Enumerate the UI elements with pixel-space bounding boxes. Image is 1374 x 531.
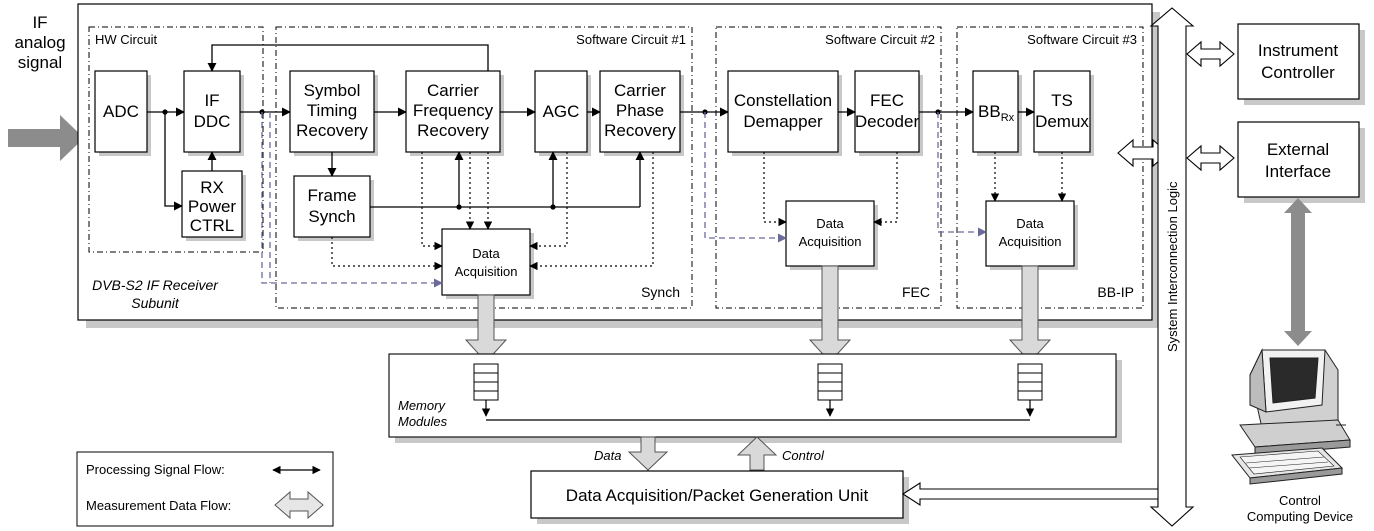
constellation-label-2: Demapper <box>743 112 823 131</box>
cpr-label-1: Carrier <box>614 81 666 100</box>
external-label-2: Interface <box>1265 162 1331 181</box>
packet-bus-arrow <box>901 481 1177 507</box>
ts-demux-label-1: TS <box>1051 91 1073 110</box>
svg-text:analog: analog <box>14 33 65 52</box>
data-control-arrows <box>627 436 778 471</box>
agc-label: AGC <box>543 102 580 121</box>
region-boxes <box>88 26 1144 309</box>
region-sw1 <box>275 26 693 309</box>
region-fec-label: FEC <box>902 284 930 300</box>
adc-label: ADC <box>103 102 139 121</box>
legend-measurement-arrow <box>274 490 324 520</box>
str-label-1: Symbol <box>304 81 361 100</box>
carrier-phase-recovery-block <box>599 70 681 153</box>
bb-rx-block <box>972 70 1019 153</box>
str-label-2: Timing <box>307 101 357 120</box>
region-sw3 <box>956 26 1144 309</box>
svg-text:DVB-S2 IF Receiver: DVB-S2 IF Receiver <box>92 277 219 293</box>
carrier-frequency-recovery-block <box>405 70 501 153</box>
daq-fec-label-2: Acquisition <box>799 234 862 249</box>
region-bbip-label: BB-IP <box>1097 284 1134 300</box>
daq-to-memory-arrows <box>464 265 1052 363</box>
agc-block <box>534 70 588 153</box>
region-synch-label: Synch <box>641 284 680 300</box>
svg-text:signal: signal <box>18 53 62 72</box>
svg-text:Modules: Modules <box>398 414 448 429</box>
region-sw2 <box>715 26 942 309</box>
if-ddc-block <box>183 70 241 153</box>
ts-demux-label-2: Demux <box>1035 112 1089 131</box>
raw-signal-capture-lines <box>261 112 987 288</box>
control-label: Control <box>782 448 825 463</box>
daq-fec-label-1: Data <box>816 216 844 231</box>
computer-label-2: Computing Device <box>1247 509 1353 524</box>
external-label-1: External <box>1267 140 1329 159</box>
frame-synch-label-2: Synch <box>308 207 355 226</box>
cpr-label-3: Recovery <box>604 121 676 140</box>
control-up-arrow <box>736 436 778 471</box>
region-sw2-title: Software Circuit #2 <box>825 32 935 47</box>
memory-modules-frame <box>388 353 1117 438</box>
legend-processing-label: Processing Signal Flow: <box>86 462 225 477</box>
str-label-3: Recovery <box>296 121 368 140</box>
external-interface-block <box>1237 121 1360 198</box>
region-hw-title: HW Circuit <box>95 32 157 47</box>
if-ddc-label-1: IF <box>204 91 219 110</box>
rx-power-ctrl-block <box>181 170 243 238</box>
cfr-label-1: Carrier <box>427 81 479 100</box>
cpr-label-2: Phase <box>616 101 664 120</box>
fec-decoder-label-2: Decoder <box>855 112 920 131</box>
daq-bbip-label-1: Data <box>1016 216 1044 231</box>
svg-text:Subunit: Subunit <box>131 295 180 311</box>
instrument-label-2: Controller <box>1261 63 1335 82</box>
bb-rx-label: BBRx <box>978 102 1015 124</box>
fifo-buffers <box>473 363 1043 401</box>
svg-text:Memory: Memory <box>398 398 446 413</box>
frame-synch-label-1: Frame <box>307 186 356 205</box>
receiver-title: DVB-S2 IF Receiver Subunit <box>92 277 219 311</box>
memory-label: Memory Modules <box>398 398 448 429</box>
daq-synch-label-1: Data <box>472 246 500 261</box>
legend-measurement-label: Measurement Data Flow: <box>86 498 231 513</box>
rx-power-label-3: CTRL <box>190 216 234 235</box>
if-input-label: IF analog signal <box>14 13 65 72</box>
if-ddc-label-2: DDC <box>194 112 231 131</box>
data-acquisition-bbip-block <box>985 200 1075 267</box>
data-label: Data <box>594 448 621 463</box>
constellation-label-1: Constellation <box>734 91 832 110</box>
data-down-arrow <box>627 436 669 471</box>
instrument-controller-block <box>1237 23 1360 100</box>
ts-demux-block <box>1033 70 1091 153</box>
frame-synch-block <box>293 175 371 238</box>
region-sw1-title: Software Circuit #1 <box>576 32 686 47</box>
processing-signal-flow <box>147 44 1035 211</box>
daq-synch-label-2: Acquisition <box>455 264 518 279</box>
system-interconnection-bus <box>1149 7 1195 527</box>
region-sw3-title: Software Circuit #3 <box>1027 32 1137 47</box>
svg-text:IF: IF <box>32 13 47 32</box>
if-input-arrow <box>8 115 84 161</box>
desktop-computer-icon <box>1231 348 1351 485</box>
computer-label-1: Control <box>1279 493 1321 508</box>
external-computer-arrow <box>1284 198 1312 346</box>
packet-unit-label: Data Acquisition/Packet Generation Unit <box>566 486 869 505</box>
region-hw <box>88 26 264 253</box>
external-bus-arrow <box>1186 144 1235 172</box>
rx-power-label-1: RX <box>200 178 224 197</box>
cfr-label-2: Frequency <box>413 101 494 120</box>
fec-decoder-block <box>854 70 920 153</box>
daq-bbip-label-2: Acquisition <box>999 234 1062 249</box>
cfr-label-3: Recovery <box>417 121 489 140</box>
instrument-label-1: Instrument <box>1258 41 1339 60</box>
instrument-bus-arrow <box>1186 40 1235 68</box>
measurement-dotted-lines <box>331 152 1067 271</box>
system-interconnection-label: System Interconnection Logic <box>1165 181 1180 352</box>
memory-bus-lines <box>481 400 1035 421</box>
receiver-frame <box>77 3 1153 321</box>
rx-power-label-2: Power <box>188 197 237 216</box>
adc-block <box>94 70 148 153</box>
data-acquisition-synch-block <box>441 228 531 296</box>
fec-decoder-label-1: FEC <box>870 91 904 110</box>
